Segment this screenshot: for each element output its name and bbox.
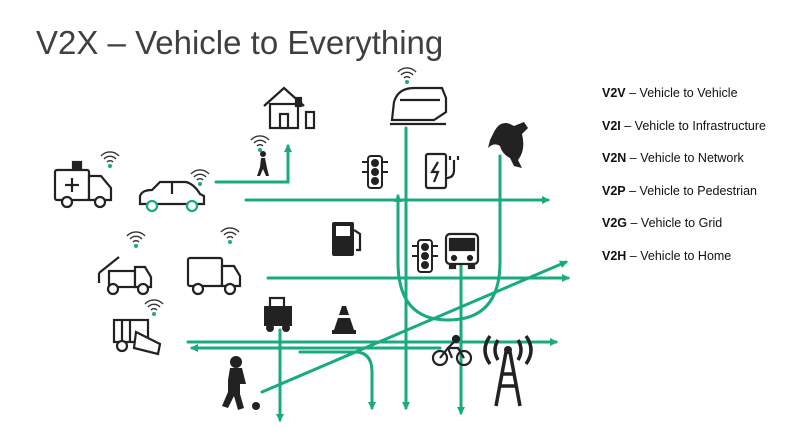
child-with-ball-icon	[222, 356, 260, 410]
legend-text: Vehicle to Vehicle	[639, 86, 738, 100]
forklift-icon	[264, 296, 292, 332]
legend-text: Vehicle to Network	[640, 151, 744, 165]
bus-icon	[444, 232, 480, 270]
legend-separator: –	[625, 183, 640, 198]
legend-code: V2V	[602, 86, 626, 100]
link-kangaroo-u-curve	[394, 154, 502, 322]
legend-separator: –	[626, 248, 641, 263]
legend-code: V2N	[602, 151, 627, 165]
wifi-icon	[250, 135, 270, 153]
link-v2h	[214, 144, 292, 184]
wifi-icon	[126, 231, 146, 249]
legend-code: V2G	[602, 216, 628, 230]
tow-truck-icon	[97, 256, 153, 296]
traffic-light-icon	[362, 155, 388, 189]
cell-tower-icon	[483, 334, 533, 407]
legend-item-v2v: V2V – Vehicle to Vehicle	[602, 86, 766, 119]
house-icon	[263, 86, 316, 130]
legend-code: V2H	[602, 248, 627, 263]
link-pedestrian-diagonal	[260, 260, 568, 394]
wifi-icon	[190, 169, 210, 187]
traffic-cone-icon	[332, 306, 356, 334]
fuel-pump-icon	[332, 222, 362, 256]
wifi-icon	[144, 299, 164, 317]
ambulance-icon	[53, 160, 113, 209]
delivery-truck-icon	[186, 256, 242, 296]
pedestrian-icon	[257, 151, 269, 176]
legend-text: Vehicle to Pedestrian	[639, 183, 757, 198]
legend-text: Vehicle to Infrastructure	[634, 118, 766, 133]
cyclist-icon	[431, 334, 473, 367]
wifi-icon	[220, 227, 240, 245]
legend-separator: –	[625, 86, 640, 100]
wifi-icon	[100, 151, 120, 169]
legend-item-v2n: V2N – Vehicle to Network	[602, 151, 766, 184]
legend-item-v2i: V2I – Vehicle to Infrastructure	[602, 119, 766, 152]
legend-text: Vehicle to Home	[640, 248, 732, 263]
legend-separator: –	[626, 151, 641, 165]
legend: V2V – Vehicle to Vehicle V2I – Vehicle t…	[602, 86, 766, 281]
page-title: V2X – Vehicle to Everything	[36, 24, 444, 61]
ev-charger-icon	[424, 152, 460, 190]
snowplow-icon	[112, 318, 162, 356]
kangaroo-icon	[488, 122, 528, 168]
legend-item-v2p: V2P – Vehicle to Pedestrian	[602, 184, 766, 217]
wifi-icon	[397, 67, 417, 85]
legend-code: V2I	[602, 118, 621, 133]
legend-separator: –	[627, 216, 641, 230]
legend-item-v2h: V2H – Vehicle to Home	[602, 249, 766, 282]
legend-code: V2P	[602, 183, 626, 198]
car-icon	[138, 180, 206, 213]
legend-item-v2g: V2G – Vehicle to Grid	[602, 216, 766, 249]
legend-separator: –	[620, 118, 635, 133]
legend-text: Vehicle to Grid	[640, 216, 723, 230]
connection-lines	[186, 126, 570, 422]
traffic-light-icon	[412, 239, 438, 273]
train-icon	[390, 86, 448, 126]
